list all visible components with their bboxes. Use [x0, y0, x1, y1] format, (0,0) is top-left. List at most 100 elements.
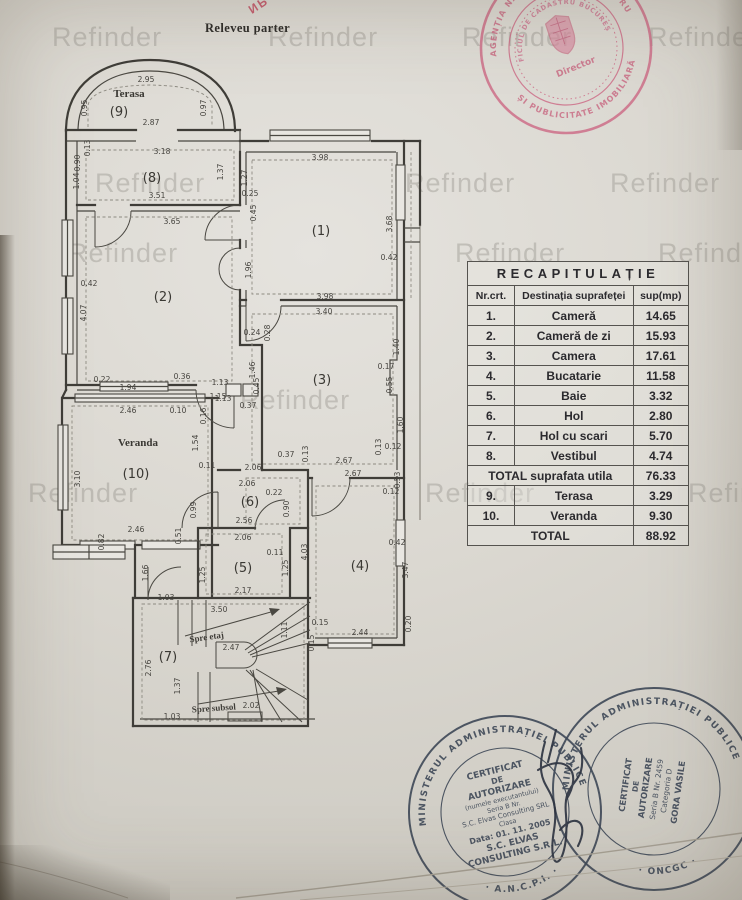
dimension-label: 3.98 — [312, 153, 329, 162]
dimension-label: 1.03 — [164, 712, 181, 721]
dimension-label: 0.90 — [73, 154, 82, 171]
dimension-label: 1.66 — [141, 564, 150, 581]
dimension-label: 0.15 — [312, 618, 329, 627]
walls — [52, 58, 422, 728]
dimension-label: 2.47 — [223, 643, 240, 652]
dimension-label: 2.67 — [336, 456, 353, 465]
dimension-label: 1.46 — [248, 361, 257, 378]
dimension-label: 3.98 — [317, 292, 334, 301]
room-number-label: (9) — [110, 105, 128, 120]
dimension-label: 1.13 — [212, 378, 229, 387]
dimension-label: 0.37 — [240, 401, 257, 410]
room-number-label: (2) — [154, 290, 172, 305]
page-title: Releveu parter — [205, 21, 291, 35]
dimension-label: 1.11 — [280, 621, 289, 638]
dimension-label: 4.03 — [300, 543, 309, 560]
dimension-label: 3.10 — [73, 470, 82, 487]
room-name-label: Terasa — [113, 88, 145, 100]
stamp-certificat-oncgc: MINISTERUL ADMINISTRAȚIEI PUBLICE · ONCG… — [548, 683, 742, 891]
dimension-label: 1.37 — [173, 677, 182, 694]
staircase — [177, 600, 311, 723]
dimension-label: 2.44 — [352, 628, 369, 637]
dimension-label: 1.03 — [158, 593, 175, 602]
dimension-label: 0.22 — [94, 375, 111, 384]
svg-text:DE: DE — [630, 780, 640, 793]
dimension-label: 0.12 — [383, 487, 400, 496]
dimension-label: 3.51 — [149, 191, 166, 200]
dimension-label: 0.95 — [80, 99, 89, 116]
dimension-label: 3.50 — [211, 605, 228, 614]
dimension-label: 0.20 — [404, 615, 413, 632]
dimension-label: 0.45 — [249, 204, 258, 221]
dimension-label: 0.11 — [267, 548, 284, 557]
room-name-label: Veranda — [118, 437, 158, 449]
dimension-label: 3.18 — [154, 147, 171, 156]
stair-direction-label: Spre etaj — [189, 630, 225, 645]
photo-edge-left — [0, 235, 15, 900]
dimension-label: 0.36 — [174, 372, 191, 381]
dimension-label: 0.45 — [252, 377, 261, 394]
stamp-left-center-lines: CERTIFICAT DE AUTORIZARE (numele executa… — [461, 759, 563, 870]
dimension-label: 2.56 — [236, 516, 253, 525]
stamp-cadastru: AGENȚIA NAȚIONALĂ DE CADASTRU ȘI PUBLICI… — [470, 0, 653, 137]
svg-text:DE: DE — [490, 775, 504, 787]
dimension-label: 3.65 — [164, 217, 181, 226]
dimension-label: 0.11 — [199, 461, 216, 470]
dimension-label: 0.28 — [263, 324, 272, 341]
dimension-label: 1.94 — [120, 383, 137, 392]
dimension-label: 3.40 — [316, 307, 333, 316]
dimension-label: 0.16 — [199, 407, 208, 424]
dimension-label: 0.22 — [266, 488, 283, 497]
photo-edge-top-right — [716, 0, 742, 150]
coat-of-arms — [544, 15, 576, 55]
room-number-label: (7) — [159, 650, 177, 665]
dimension-label: 0.90 — [282, 500, 291, 517]
dimension-label: 2.95 — [138, 75, 155, 84]
dimension-label: 0.15 — [307, 634, 316, 651]
dimension-label: 0.42 — [381, 253, 398, 262]
stamp-certificat-ancpi: MINISTERUL ADMINISTRAȚIEI PUBLICE · A.N.… — [400, 706, 602, 900]
dimension-label: 2.06 — [245, 463, 262, 472]
signature — [536, 728, 584, 863]
dimension-label: 0.55 — [385, 376, 394, 393]
col-header-area: sup(mp) — [632, 285, 690, 306]
dimension-label: 1.13 — [215, 394, 232, 403]
dimension-label: 0.17 — [378, 362, 395, 371]
dimension-label: 2.06 — [235, 533, 252, 542]
dimension-label: 4.07 — [79, 304, 88, 321]
dimension-label: 2.46 — [120, 406, 137, 415]
svg-text:· ONCGC ·: · ONCGC · — [636, 855, 700, 881]
table-title: RECAPITULAȚIE — [467, 261, 689, 286]
dimension-label: 1.54 — [191, 434, 200, 451]
room-number-label: (10) — [123, 467, 150, 482]
room-number-label: (1) — [312, 224, 330, 239]
dimension-label: 1.15 — [210, 392, 227, 401]
dimension-label: 2.02 — [243, 701, 260, 710]
room-number-label: (4) — [351, 559, 369, 574]
dimension-label: 2.87 — [143, 118, 160, 127]
dimension-label: 0.12 — [385, 442, 402, 451]
dimension-label: 0.24 — [244, 328, 261, 337]
dimension-label: 3.47 — [401, 561, 410, 578]
dimension-label: 2.46 — [128, 525, 145, 534]
dashed-guides — [71, 84, 412, 721]
dimension-label: 0.51 — [174, 527, 183, 544]
stamp-right-center-lines: CERTIFICAT DE AUTORIZARE Seria B Nr. 245… — [618, 757, 689, 825]
stamp-director-text: Director — [555, 55, 598, 80]
dimension-label: 2.67 — [345, 469, 362, 478]
dimension-label: 0.13 — [374, 438, 383, 455]
dimension-label: 0.37 — [278, 450, 295, 459]
dimension-label: 1.37 — [216, 163, 225, 180]
dimension-label: 0.13 — [301, 445, 310, 462]
dimension-label: 1.25 — [198, 566, 207, 583]
